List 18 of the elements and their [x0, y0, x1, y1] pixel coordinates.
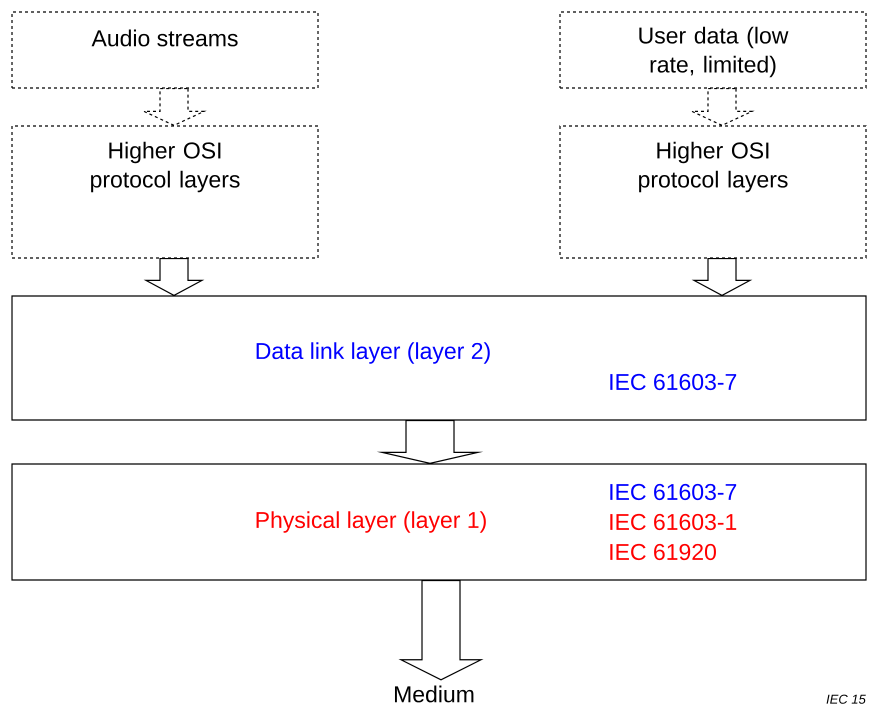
- standard-reference: IEC 61603-7: [610, 484, 736, 500]
- block-arrow: [689, 88, 755, 126]
- standard-reference: IEC 61920: [610, 544, 716, 560]
- medium-label: Medium: [394, 686, 474, 702]
- layer-title: Physical layer (layer 1): [256, 511, 486, 533]
- block-arrow: [398, 580, 484, 680]
- block-arrow: [141, 88, 207, 126]
- layer-title: Data link layer (layer 2): [256, 342, 490, 364]
- layer-title: Audio streams: [92, 30, 238, 46]
- block-arrow: [376, 420, 484, 464]
- standard-reference: IEC 61603-1: [610, 514, 736, 530]
- standard-reference: IEC 61603-7: [610, 374, 736, 390]
- box-text: User data (low rate, limited): [639, 26, 788, 78]
- block-arrow: [692, 258, 752, 296]
- block-arrow: [144, 258, 204, 296]
- figure-number: IEC 15: [826, 694, 866, 704]
- box-text: Higher OSI protocol layers: [639, 142, 788, 192]
- box-text: Higher OSI protocol layers: [91, 142, 240, 192]
